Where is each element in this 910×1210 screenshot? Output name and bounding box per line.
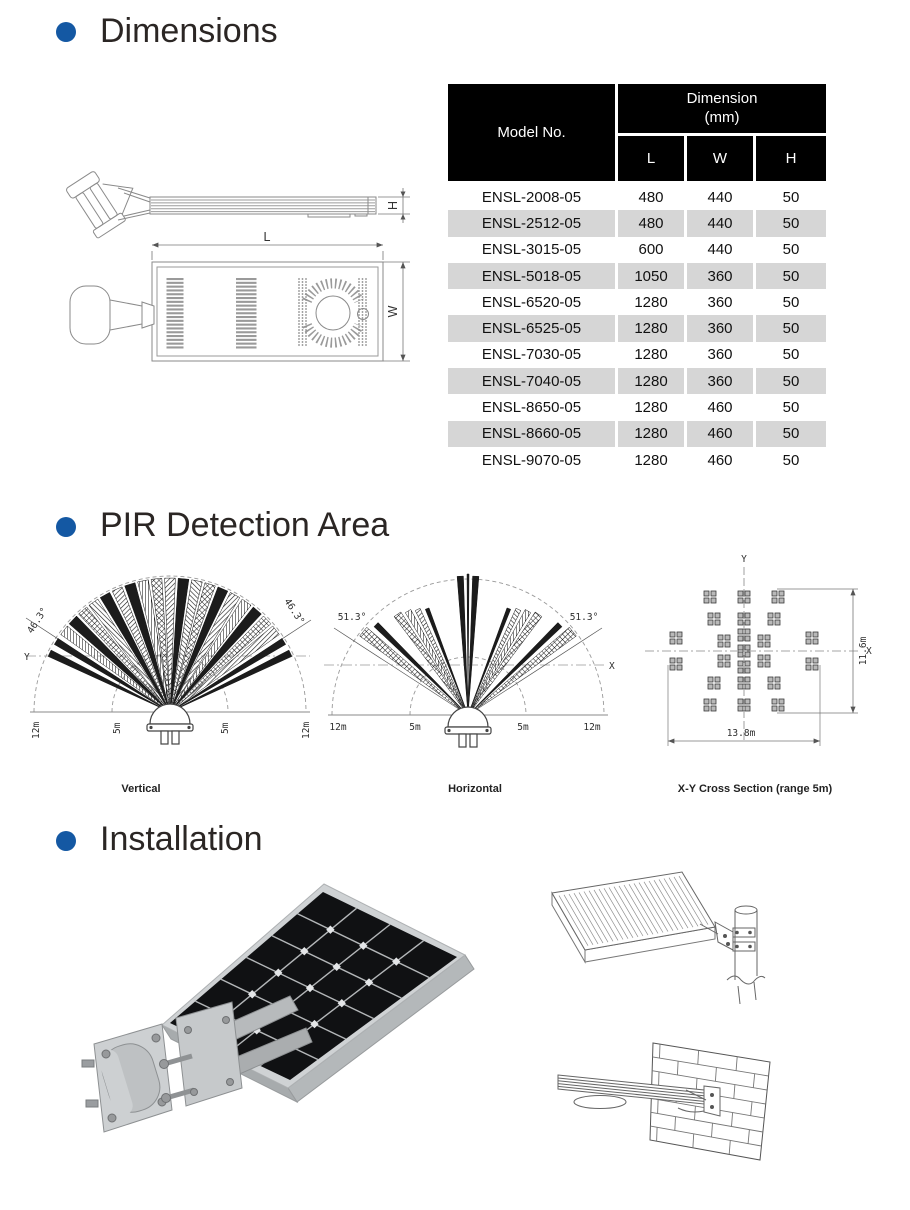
section-bullet-icon bbox=[56, 831, 76, 851]
dimension-cell: 360 bbox=[687, 262, 753, 290]
axis-label-x: X bbox=[609, 661, 615, 672]
height-dimension-label: 11.6m bbox=[858, 636, 869, 665]
model-cell: ENSL-5018-05 bbox=[448, 262, 615, 290]
range-label: 12m bbox=[31, 722, 42, 739]
model-no-header: Model No. bbox=[448, 84, 615, 181]
dimension-cell: 50 bbox=[782, 293, 800, 311]
dimension-cell: 480 bbox=[638, 188, 664, 206]
dimension-cell: 50 bbox=[756, 420, 826, 447]
col-header-l: L bbox=[618, 136, 684, 181]
pir-cross-section-diagram: Y X 11.6m 13.8m bbox=[645, 554, 872, 746]
range-label: 12m bbox=[583, 722, 600, 733]
dimension-cell: 1050 bbox=[618, 262, 684, 290]
angle-label: 51.3° bbox=[338, 612, 367, 623]
dimension-cell: 440 bbox=[687, 210, 753, 237]
dimension-header: Dimension (mm) bbox=[618, 84, 826, 133]
range-label: 12m bbox=[329, 722, 346, 733]
dimension-cell: 50 bbox=[756, 368, 826, 395]
dimension-cell: 1280 bbox=[634, 399, 668, 417]
col-header-h: H bbox=[756, 136, 826, 181]
table-row: ENSL-6520-05 1280 360 50 bbox=[448, 289, 826, 315]
col-header-w: W bbox=[687, 136, 753, 181]
range-label: 5m bbox=[409, 722, 421, 733]
dimension-cell: 50 bbox=[756, 315, 826, 342]
model-cell: ENSL-8650-05 bbox=[481, 399, 582, 417]
section-title-pir: PIR Detection Area bbox=[100, 506, 390, 544]
dimension-cell: 1280 bbox=[618, 368, 684, 395]
dimension-cell: 1280 bbox=[618, 420, 684, 447]
model-cell: ENSL-3015-05 bbox=[481, 241, 582, 259]
table-row: ENSL-8650-05 1280 460 50 bbox=[448, 394, 826, 420]
angle-label: 46.3° bbox=[281, 597, 306, 627]
dimension-cell: 440 bbox=[707, 188, 733, 206]
dimensions-table: Model No. Dimension (mm) L W H ENSL-2008… bbox=[448, 84, 826, 473]
dimension-cell: 1280 bbox=[634, 293, 668, 311]
installation-drawing-wall-mount bbox=[557, 1042, 771, 1161]
table-row: ENSL-7030-05 1280 360 50 bbox=[448, 342, 826, 368]
installation-drawing-pole-mount bbox=[551, 871, 766, 1005]
dimension-cell: 1280 bbox=[634, 451, 668, 469]
axis-label-x: X bbox=[866, 646, 872, 657]
range-label: 5m bbox=[220, 722, 231, 734]
dimension-cell: 440 bbox=[707, 241, 733, 259]
dimension-cell: 50 bbox=[782, 346, 800, 364]
caption-vertical: Vertical bbox=[121, 783, 161, 795]
table-row: ENSL-9070-05 1280 460 50 bbox=[448, 447, 826, 473]
dimension-cell: 50 bbox=[782, 451, 800, 469]
table-header: Model No. Dimension (mm) L W H bbox=[448, 84, 826, 181]
dimension-cell: 50 bbox=[782, 241, 800, 259]
dimension-cell: 460 bbox=[707, 451, 733, 469]
side-view-h-label: H bbox=[386, 201, 400, 210]
axis-label-y: Y bbox=[24, 652, 30, 663]
installation-photo-pole-bracket bbox=[81, 883, 475, 1133]
pir-vertical-diagram: 46.3° 46.3° Y 12m 5m 5m 12m bbox=[24, 575, 312, 745]
dimension-cell: 360 bbox=[707, 346, 733, 364]
range-label: 12m bbox=[301, 722, 312, 739]
dimension-cell: 460 bbox=[687, 420, 753, 447]
angle-label: 51.3° bbox=[570, 612, 599, 623]
dimension-cell: 600 bbox=[638, 241, 664, 259]
dimension-cell: 360 bbox=[707, 293, 733, 311]
model-cell: ENSL-6525-05 bbox=[448, 315, 615, 342]
model-cell: ENSL-7030-05 bbox=[481, 346, 582, 364]
model-cell: ENSL-9070-05 bbox=[481, 451, 582, 469]
dimension-cell: 50 bbox=[782, 399, 800, 417]
pir-horizontal-diagram: 51.3° 51.3° X 12m 5m 5m 12m bbox=[324, 573, 615, 748]
range-label: 5m bbox=[112, 722, 123, 734]
caption-cross-section: X-Y Cross Section (range 5m) bbox=[677, 783, 833, 795]
section-title-dimensions: Dimensions bbox=[100, 12, 278, 50]
table-row: ENSL-2008-05 480 440 50 bbox=[448, 184, 826, 210]
top-view-l-label: L bbox=[264, 230, 271, 244]
model-cell: ENSL-2512-05 bbox=[448, 210, 615, 237]
dimension-cell: 360 bbox=[687, 368, 753, 395]
caption-horizontal: Horizontal bbox=[448, 783, 502, 795]
model-cell: ENSL-8660-05 bbox=[448, 420, 615, 447]
axis-label-y: Y bbox=[741, 554, 747, 565]
dimension-cell: 360 bbox=[687, 315, 753, 342]
model-cell: ENSL-7040-05 bbox=[448, 368, 615, 395]
width-dimension-label: 13.8m bbox=[727, 728, 756, 739]
top-view-w-label: W bbox=[386, 305, 400, 317]
dimension-cell: 1280 bbox=[618, 315, 684, 342]
table-row: ENSL-3015-05 600 440 50 bbox=[448, 237, 826, 263]
dimension-cell: 480 bbox=[618, 210, 684, 237]
dimension-cell: 460 bbox=[707, 399, 733, 417]
product-dimension-drawing: H L W bbox=[66, 171, 410, 362]
model-cell: ENSL-6520-05 bbox=[481, 293, 582, 311]
section-bullet-icon bbox=[56, 22, 76, 42]
model-cell: ENSL-2008-05 bbox=[481, 188, 582, 206]
range-label: 5m bbox=[517, 722, 529, 733]
dimension-cell: 1280 bbox=[634, 346, 668, 364]
section-bullet-icon bbox=[56, 517, 76, 537]
dimension-cell: 50 bbox=[782, 188, 800, 206]
section-title-installation: Installation bbox=[100, 820, 263, 858]
dimension-cell: 50 bbox=[756, 210, 826, 237]
dimension-cell: 50 bbox=[756, 262, 826, 290]
